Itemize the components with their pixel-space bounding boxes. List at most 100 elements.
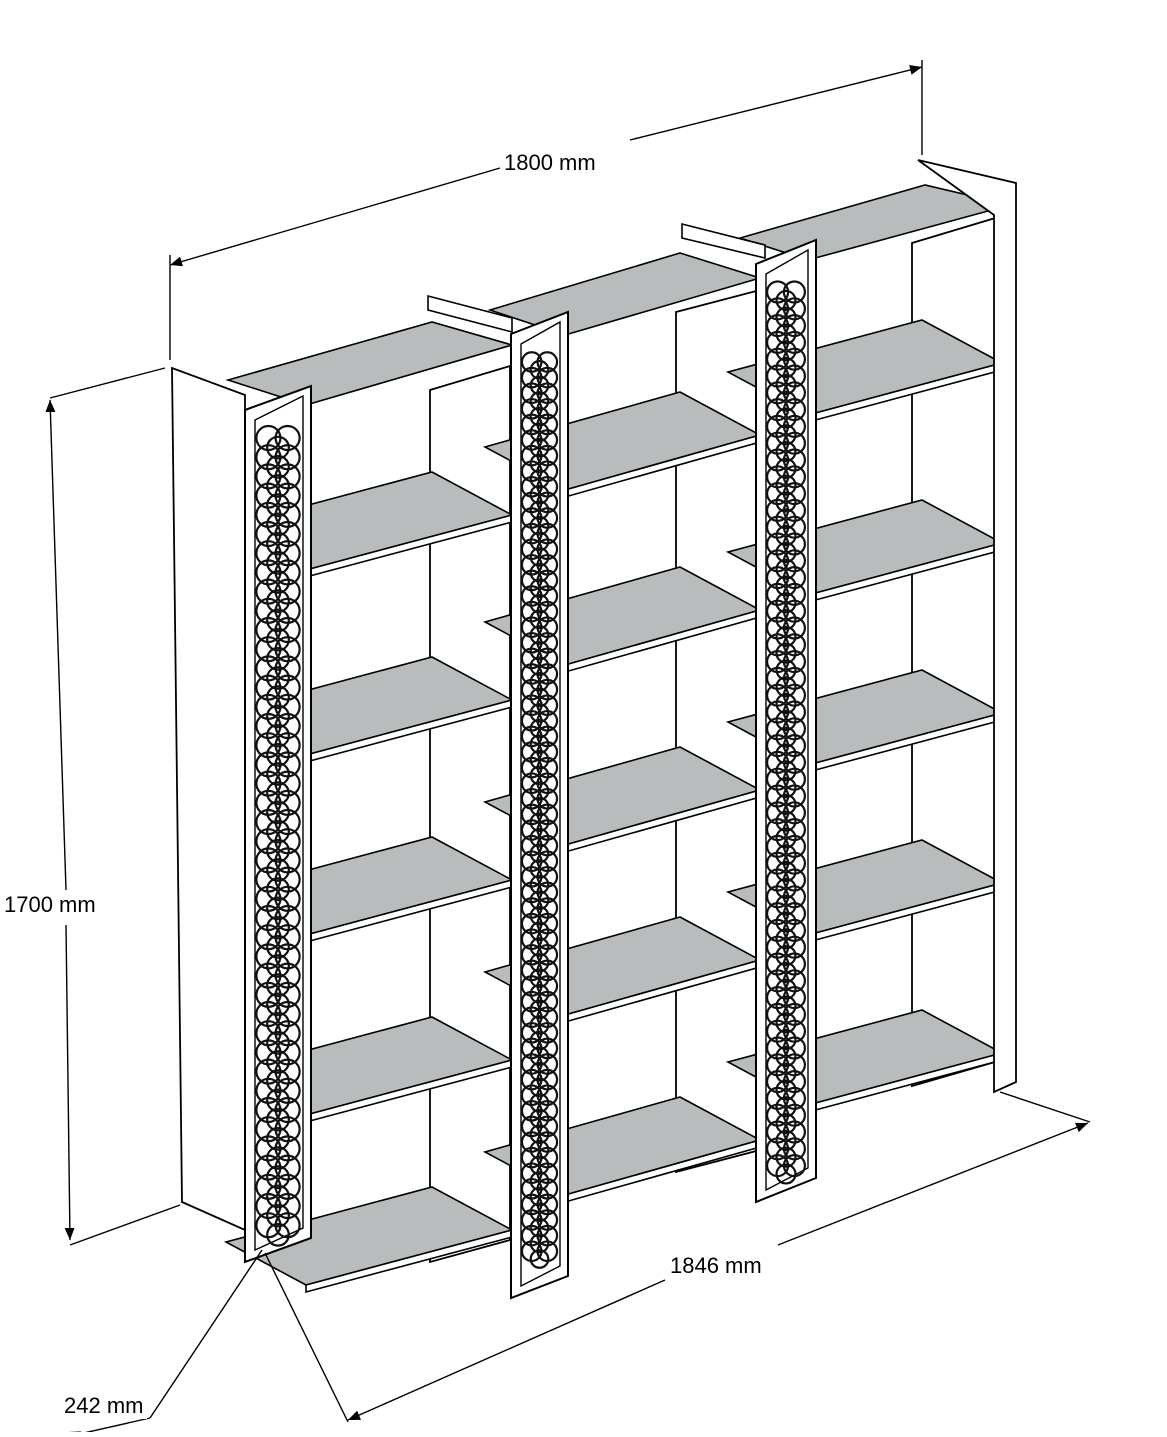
lattice-ring <box>775 659 797 681</box>
lattice-ring <box>529 406 550 427</box>
lattice-ring <box>775 508 797 530</box>
lattice-ring <box>775 541 797 563</box>
lattice-ring <box>266 934 290 959</box>
extension-line <box>999 1091 1091 1123</box>
lattice-ring <box>266 1050 290 1074</box>
lattice-ring <box>775 1029 797 1051</box>
dimension-lines <box>45 60 1091 1437</box>
lattice-ring <box>529 437 550 458</box>
lattice-ring <box>529 703 550 723</box>
lattice-ring <box>775 407 797 429</box>
lattice-ring <box>775 474 797 496</box>
lattice-ring <box>775 575 797 597</box>
lattice-ring <box>529 749 550 770</box>
lattice-ring <box>266 838 290 863</box>
width-dimension-line <box>169 167 501 266</box>
lattice-ring <box>266 454 290 479</box>
lattice-ring <box>266 646 290 671</box>
lattice-ring <box>775 642 797 664</box>
lattice-ring <box>529 1155 550 1176</box>
lattice-ring <box>775 525 797 547</box>
lattice-ring <box>775 945 797 967</box>
extension-line <box>49 367 166 399</box>
lattice-ring <box>266 973 290 998</box>
lattice-ring <box>529 1139 550 1160</box>
lattice-ring <box>266 608 290 633</box>
lattice-ring <box>775 1045 797 1067</box>
width-dimension-line <box>629 66 923 141</box>
lattice-ring <box>775 1096 797 1118</box>
lattice-ring <box>529 391 550 411</box>
lattice-ring <box>529 812 550 833</box>
lattice-ring <box>529 500 550 521</box>
lattice-ring <box>266 1069 290 1094</box>
lattice-ring <box>775 995 797 1017</box>
lattice-ring <box>775 726 797 748</box>
lattice-ring <box>266 742 290 767</box>
lattice-ring <box>529 578 550 599</box>
lattice-ring <box>266 666 290 690</box>
lattice-ring <box>266 819 290 844</box>
lattice-ring <box>529 937 550 957</box>
lattice-ring <box>775 625 797 647</box>
lattice-ring <box>775 1129 797 1151</box>
lattice-ring <box>529 765 550 786</box>
lattice-ring <box>529 843 550 864</box>
length-arrow <box>1075 1122 1088 1133</box>
lattice-ring <box>529 968 550 989</box>
lattice-ring <box>529 484 550 505</box>
lattice-ring <box>529 1093 550 1113</box>
lattice-ring <box>266 627 290 652</box>
lattice-ring <box>529 359 550 380</box>
lattice-ring <box>529 531 550 552</box>
lattice-ring <box>529 1186 550 1207</box>
panel-cap <box>427 294 513 334</box>
lattice-ring <box>775 1146 797 1168</box>
lattice-ring <box>775 289 797 311</box>
lattice-ring <box>266 435 290 460</box>
depth-dimension-label: 242 mm <box>60 1393 148 1419</box>
lattice-ring <box>775 793 797 815</box>
lattice-ring <box>775 491 797 513</box>
length-dimension-line <box>347 1279 666 1421</box>
lattice-ring <box>775 558 797 580</box>
lattice-ring <box>266 954 290 978</box>
lattice-ring <box>775 1113 797 1135</box>
lattice-ring <box>266 1030 290 1055</box>
lattice-ring <box>529 890 550 911</box>
lattice-ring <box>775 827 797 849</box>
lattice-ring <box>529 827 550 848</box>
lattice-ring <box>529 1108 550 1129</box>
length-dimension-line <box>777 1122 1089 1246</box>
lattice-ring <box>529 469 550 489</box>
length-arrow <box>348 1410 361 1420</box>
lattice-ring <box>266 1146 290 1170</box>
height-dimension-line <box>65 924 71 1241</box>
lattice-ring <box>529 921 550 942</box>
lattice-ring <box>775 911 797 933</box>
lattice-ring <box>775 1079 797 1101</box>
lattice-ring <box>266 550 290 575</box>
width-arrow <box>170 256 183 267</box>
lattice-ring <box>775 978 797 1000</box>
lattice-ring <box>529 640 550 661</box>
lattice-ring <box>775 1163 797 1185</box>
lattice-ring <box>529 983 550 1004</box>
lattice-ring <box>529 874 550 895</box>
lattice-ring <box>529 999 550 1020</box>
lattice-ring <box>775 1062 797 1084</box>
lattice-ring <box>775 709 797 731</box>
lattice-ring <box>775 323 797 345</box>
extension-line <box>149 1249 263 1419</box>
lattice-ring <box>266 1184 290 1209</box>
lattice-ring <box>266 877 290 902</box>
right-side-panel <box>917 159 1017 1094</box>
lattice-ring <box>266 589 290 614</box>
lattice-ring <box>529 1061 550 1082</box>
lattice-ring <box>775 877 797 899</box>
lattice-ring <box>266 992 290 1017</box>
height-arrow <box>45 400 56 413</box>
lattice-ring <box>529 859 550 879</box>
